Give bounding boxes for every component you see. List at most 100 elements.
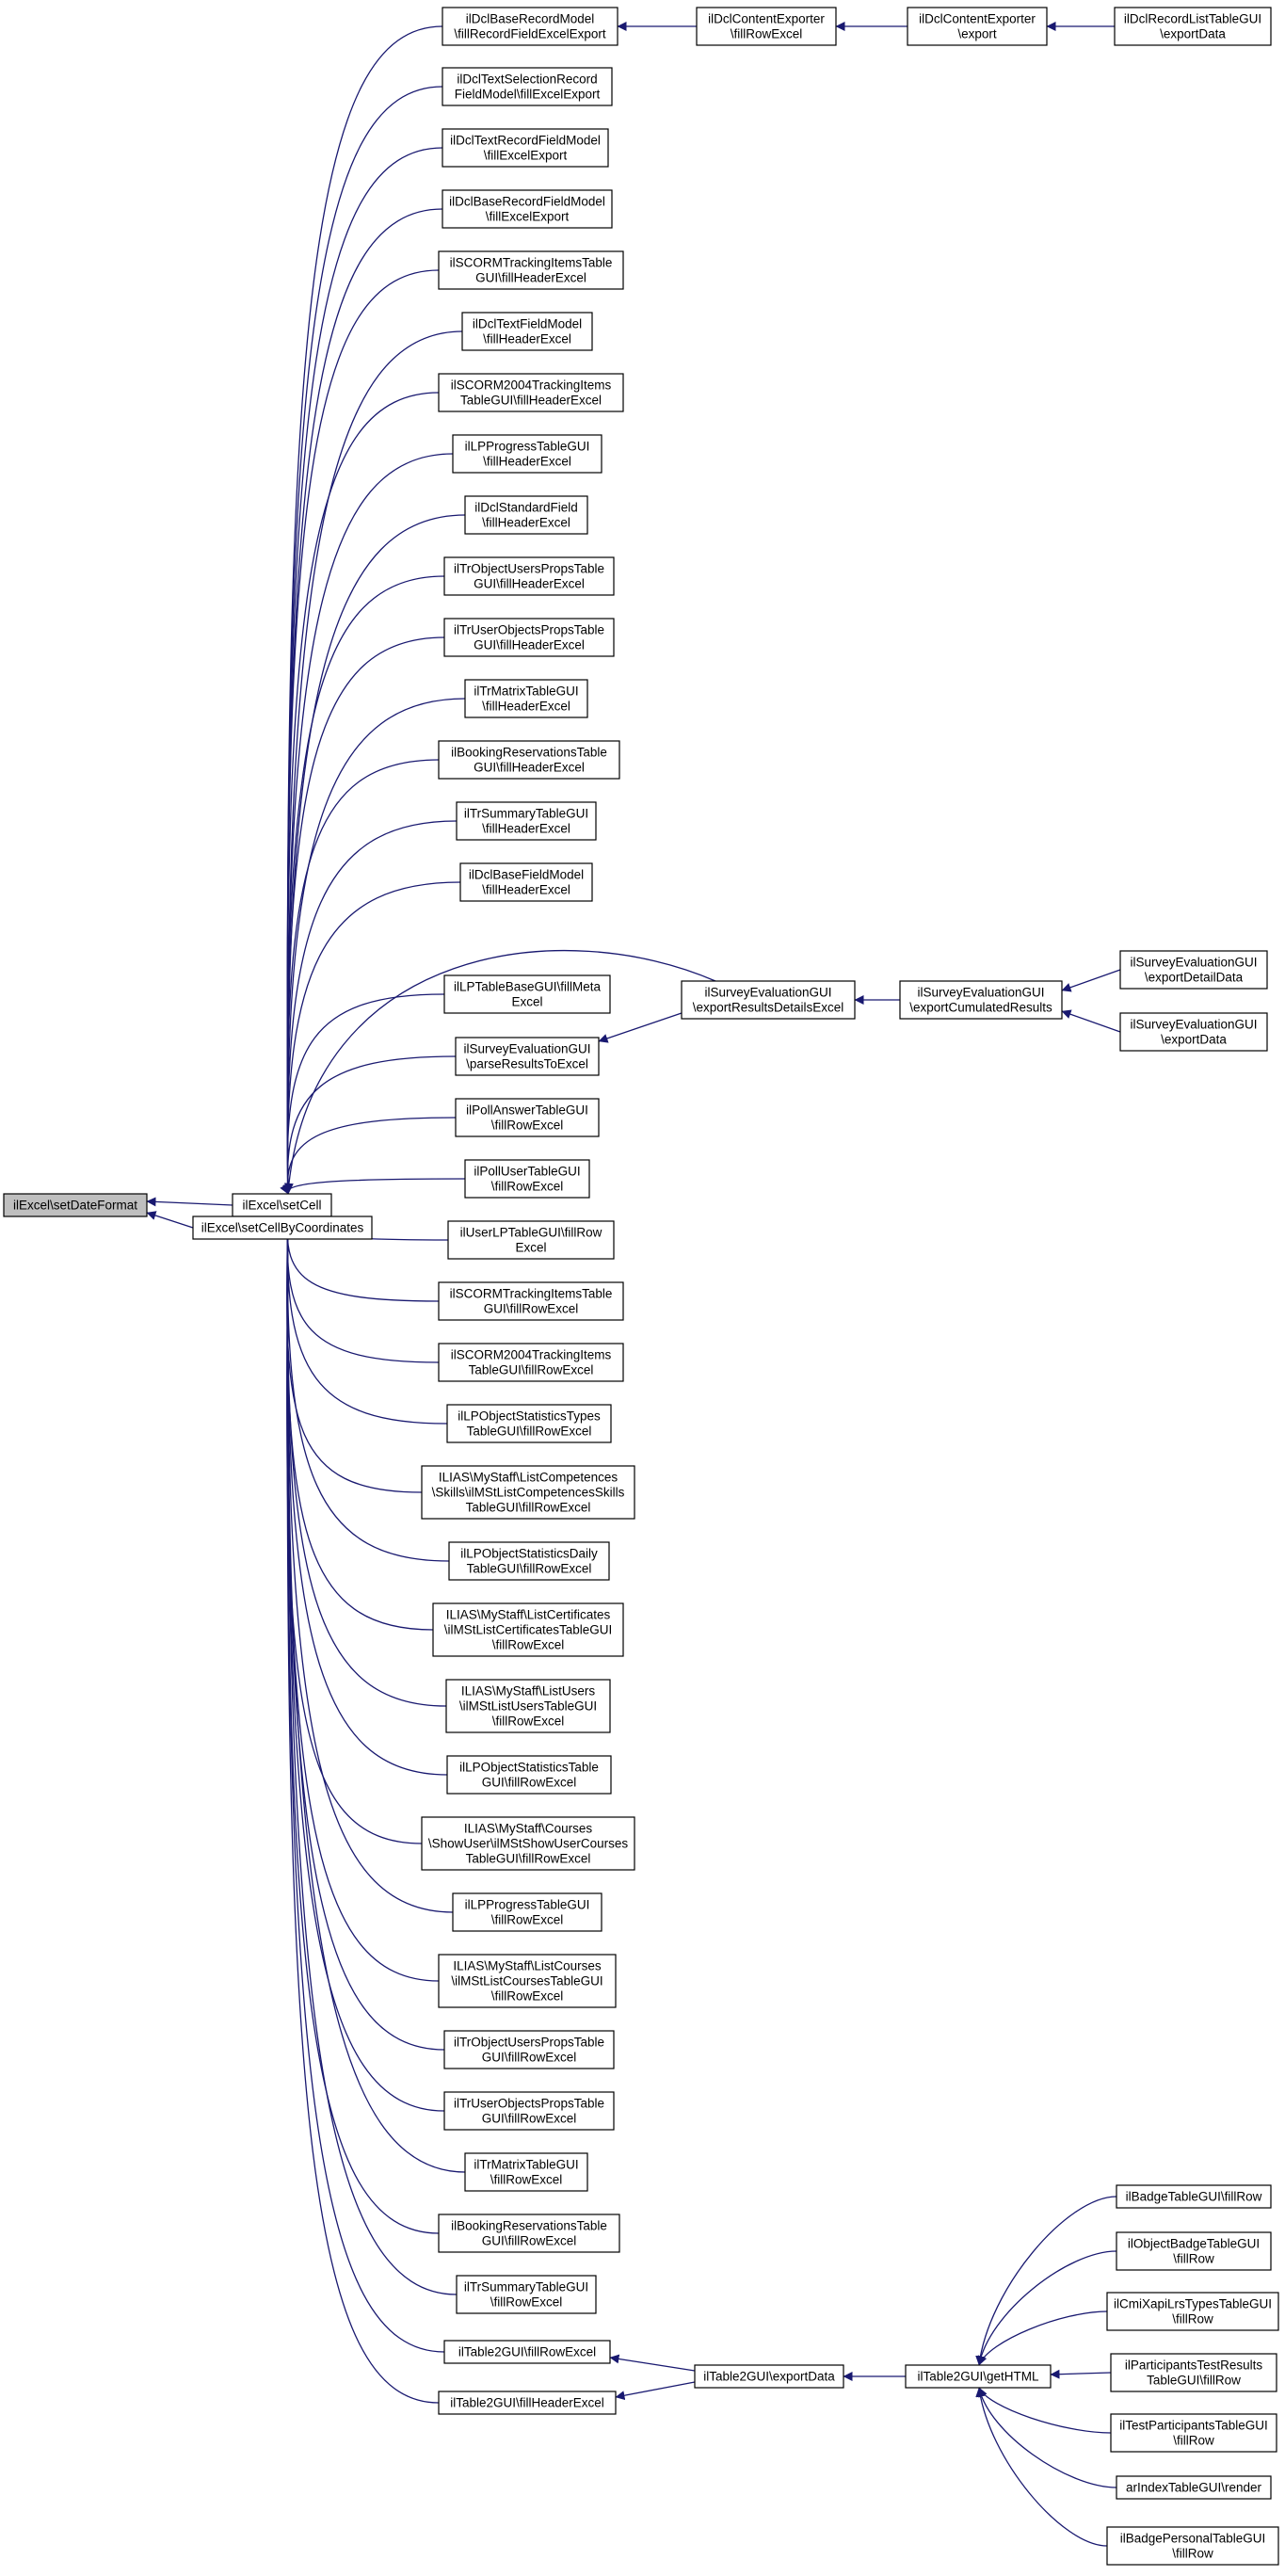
function-node[interactable]: ilTrUserObjectsPropsTableGUI\fillHeaderE…	[443, 618, 615, 657]
node-box	[447, 1220, 615, 1260]
function-node[interactable]: ilParticipantsTestResultsTableGUI\fillRo…	[1110, 2353, 1277, 2392]
function-node[interactable]: ILIAS\MyStaff\Courses\ShowUser\ilMStShow…	[421, 1816, 635, 1871]
function-node[interactable]: ilLPObjectStatisticsTypesTableGUI\fillRo…	[446, 1404, 612, 1443]
node-label: GUI\fillRowExcel	[482, 2112, 577, 2126]
node-label: \fillHeaderExcel	[483, 332, 571, 346]
function-node[interactable]: ilTrUserObjectsPropsTableGUI\fillRowExce…	[443, 2091, 615, 2131]
function-node[interactable]: ILIAS\MyStaff\ListCertificates\ilMStList…	[432, 1602, 624, 1657]
function-node[interactable]: ilTrSummaryTableGUI\fillRowExcel	[456, 2275, 597, 2314]
function-node[interactable]: ilSurveyEvaluationGUI\exportDetailData	[1119, 950, 1268, 990]
call-edge-line	[615, 2381, 696, 2401]
function-node[interactable]: ilSurveyEvaluationGUI\parseResultsToExce…	[455, 1037, 600, 1076]
function-node[interactable]: ilBadgePersonalTableGUI\fillRow	[1106, 2526, 1279, 2566]
function-node[interactable]: ILIAS\MyStaff\ListCompetences\Skills\ilM…	[421, 1465, 635, 1520]
node-label: ilDclContentExporter	[708, 12, 825, 26]
call-edge-line	[282, 636, 445, 1195]
node-label: ilTestParticipantsTableGUI	[1119, 2419, 1268, 2433]
function-node[interactable]: ilExcel\setCellByCoordinates	[192, 1216, 373, 1240]
function-node[interactable]: ilDclContentExporter\fillRowExcel	[696, 7, 837, 46]
function-node[interactable]: ilDclBaseRecordFieldModel\fillExcelExpor…	[442, 189, 613, 229]
function-node[interactable]: ilUserLPTableGUI\fillRowExcel	[447, 1220, 615, 1260]
function-node[interactable]: ilBookingReservationsTableGUI\fillRowExc…	[438, 2214, 620, 2253]
function-node[interactable]: ilLPObjectStatisticsTableGUI\fillRowExce…	[446, 1755, 612, 1795]
function-node[interactable]: ilTrMatrixTableGUI\fillRowExcel	[464, 2152, 588, 2192]
function-node[interactable]: ilDclRecordListTableGUI\exportData	[1114, 7, 1272, 46]
call-edge	[282, 1216, 448, 1425]
node-box	[1106, 2526, 1279, 2566]
function-node[interactable]: ilSurveyEvaluationGUI\exportData	[1119, 1012, 1268, 1052]
function-node[interactable]: ilSurveyEvaluationGUI\exportResultsDetai…	[681, 980, 856, 1020]
function-node[interactable]: ilPollAnswerTableGUI\fillRowExcel	[455, 1098, 600, 1137]
function-node[interactable]: ilBookingReservationsTableGUI\fillHeader…	[438, 740, 620, 780]
focus-function-node[interactable]: ilExcel\setDateFormat	[3, 1193, 148, 1217]
function-node[interactable]: ilLPObjectStatisticsDailyTableGUI\fillRo…	[448, 1541, 610, 1581]
node-label: \Skills\ilMStListCompetencesSkills	[432, 1486, 625, 1500]
call-edge	[282, 1055, 457, 1195]
call-edge	[282, 1216, 454, 1913]
function-node[interactable]: ilSCORMTrackingItemsTableGUI\fillRowExce…	[438, 1281, 624, 1321]
node-label: TableGUI\fillRowExcel	[466, 1852, 591, 1866]
node-box	[1114, 7, 1272, 46]
function-node[interactable]: ilSCORMTrackingItemsTableGUI\fillHeaderE…	[438, 250, 624, 290]
function-node[interactable]: ilTrObjectUsersPropsTableGUI\fillHeaderE…	[443, 556, 615, 596]
function-node[interactable]: arIndexTableGUI\render	[1116, 2475, 1272, 2500]
nodes-layer: ilExcel\setDateFormat ilExcel\setCell ilEx…	[3, 7, 1279, 2566]
function-node[interactable]: ilLPProgressTableGUI\fillRowExcel	[452, 1892, 602, 1932]
node-box	[438, 2214, 620, 2253]
function-node[interactable]: ilTrSummaryTableGUI\fillHeaderExcel	[456, 801, 597, 841]
call-edge	[1050, 2369, 1112, 2379]
node-box	[455, 1098, 600, 1137]
function-node[interactable]: ilTable2GUI\fillRowExcel	[443, 2340, 611, 2364]
function-node[interactable]: ilSCORM2004TrackingItemsTableGUI\fillRow…	[438, 1343, 624, 1382]
node-label: ilBookingReservationsTable	[451, 2219, 607, 2233]
node-label: ilSCORM2004TrackingItems	[451, 378, 612, 393]
function-node[interactable]: ilPollUserTableGUI\fillRowExcel	[464, 1159, 590, 1199]
function-node[interactable]: ilDclStandardField\fillHeaderExcel	[464, 495, 588, 535]
node-label: ilDclBaseRecordModel	[466, 12, 595, 26]
node-label: ilSurveyEvaluationGUI	[704, 986, 831, 1000]
function-node[interactable]: ilDclBaseRecordModel\fillRecordFieldExce…	[442, 7, 618, 46]
function-node[interactable]: ilTable2GUI\getHTML	[905, 2364, 1052, 2389]
call-edge	[282, 1216, 466, 2173]
function-node[interactable]: ilLPProgressTableGUI\fillHeaderExcel	[452, 434, 602, 474]
function-node[interactable]: ilTrObjectUsersPropsTableGUI\fillRowExce…	[443, 2030, 615, 2069]
node-box	[1119, 1012, 1268, 1052]
call-edge	[282, 881, 461, 1195]
node-label: \fillExcelExport	[484, 149, 568, 163]
function-node[interactable]: ilDclContentExporter\export	[907, 7, 1048, 46]
node-label: GUI\fillRowExcel	[482, 2051, 577, 2065]
call-edge-line	[282, 993, 445, 1195]
function-node[interactable]: ilTable2GUI\fillHeaderExcel	[438, 2391, 617, 2415]
function-node[interactable]: ilTestParticipantsTableGUI\fillRow	[1110, 2413, 1277, 2453]
node-label: GUI\fillRowExcel	[484, 1302, 579, 1316]
function-node[interactable]: ilTrMatrixTableGUI\fillHeaderExcel	[464, 679, 588, 718]
function-node[interactable]: ilExcel\setCell	[232, 1193, 332, 1217]
function-node[interactable]: ilDclTextRecordFieldModel\fillExcelExpor…	[442, 128, 609, 168]
function-node[interactable]: ilCmiXapiLrsTypesTableGUI\fillRow	[1106, 2292, 1279, 2331]
node-label: \fillRowExcel	[491, 1119, 564, 1133]
node-box	[446, 1755, 612, 1795]
node-label: GUI\fillHeaderExcel	[474, 577, 585, 591]
function-node[interactable]: ILIAS\MyStaff\ListUsers\ilMStListUsersTa…	[445, 1679, 611, 1733]
node-box	[446, 1404, 612, 1443]
function-node[interactable]: ilDclTextSelectionRecordFieldModel\fillE…	[442, 67, 613, 106]
node-label: ilBadgeTableGUI\fillRow	[1126, 2190, 1262, 2204]
call-edge-line	[282, 1216, 440, 2404]
function-node[interactable]: ilSCORM2004TrackingItemsTableGUI\fillHea…	[438, 373, 624, 412]
function-node[interactable]: ilTable2GUI\exportData	[694, 2364, 844, 2389]
function-node[interactable]: ilObjectBadgeTableGUI\fillRow	[1116, 2231, 1272, 2271]
node-box	[1116, 2475, 1272, 2500]
function-node[interactable]: ilDclBaseFieldModel\fillHeaderExcel	[459, 862, 593, 902]
node-label: ilBookingReservationsTable	[451, 746, 607, 760]
function-node[interactable]: ILIAS\MyStaff\ListCourses\ilMStListCours…	[438, 1954, 617, 2008]
node-box	[3, 1193, 148, 1217]
function-node[interactable]: ilSurveyEvaluationGUI\exportCumulatedRes…	[899, 980, 1063, 1020]
call-edge-line	[282, 392, 440, 1195]
function-node[interactable]: ilDclTextFieldModel\fillHeaderExcel	[461, 312, 593, 351]
call-edge-line	[146, 1211, 194, 1229]
node-box	[443, 2340, 611, 2364]
node-label: ilExcel\setCell	[242, 1199, 321, 1213]
node-label: \fillRowExcel	[492, 1638, 565, 1652]
function-node[interactable]: ilBadgeTableGUI\fillRow	[1116, 2184, 1272, 2209]
